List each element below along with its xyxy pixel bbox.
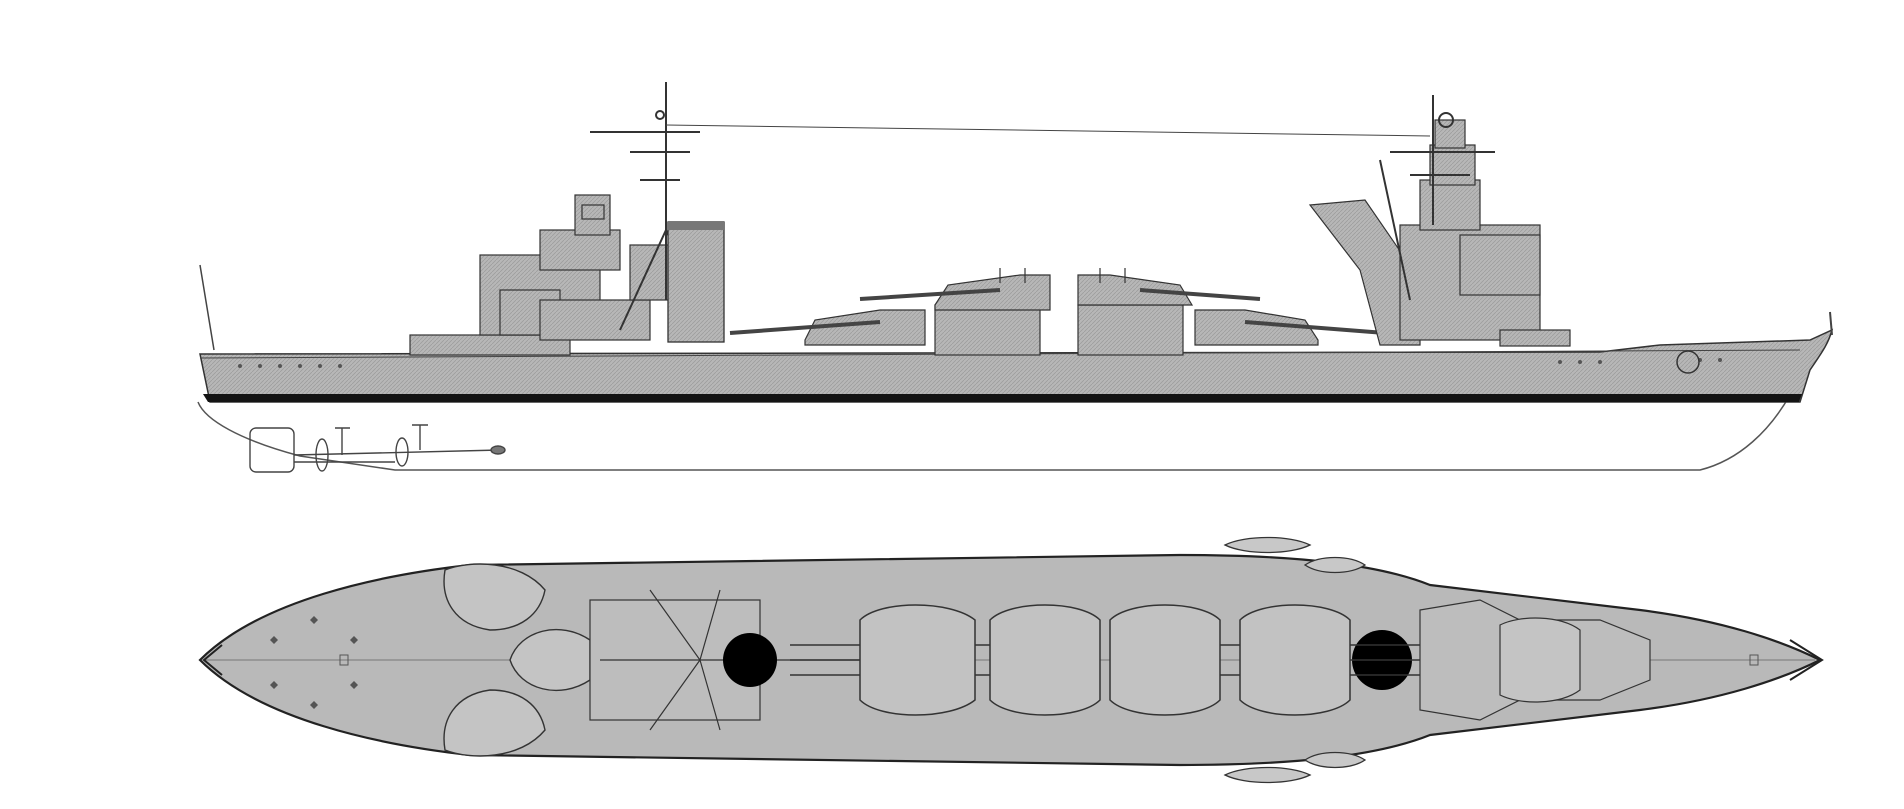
- stern-tip: [202, 644, 223, 676]
- boats: [1223, 536, 1367, 784]
- anchor-icon: [1676, 350, 1700, 374]
- jackstaff: [1829, 311, 1833, 336]
- rudder: [249, 427, 295, 473]
- plan-view: [198, 536, 1824, 784]
- aa-mount-aft-port: [443, 563, 546, 631]
- aft-mast: [590, 82, 711, 331]
- forward-superstructure-plan: [1419, 599, 1651, 721]
- hull-side: [199, 328, 1834, 403]
- boat-port-1: [1223, 536, 1312, 554]
- turret-side-2: [859, 268, 1051, 356]
- turret-plan-1: [790, 604, 976, 716]
- turret-side-4: [1194, 309, 1386, 346]
- propeller-fwd: [395, 437, 409, 467]
- bridge-superstructure: [1308, 119, 1571, 347]
- turret-plan-4: [1239, 604, 1420, 716]
- aerial-wire: [665, 124, 1431, 137]
- aft-superstructure: [409, 194, 671, 356]
- stern-flagstaff: [199, 264, 215, 351]
- turret-side-1: [729, 309, 926, 346]
- boat-stbd-1: [1223, 766, 1312, 784]
- propeller-aft: [315, 438, 329, 472]
- funnel-side: [667, 221, 725, 343]
- boot-topping: [203, 394, 1802, 402]
- bow-tip: [1789, 639, 1824, 681]
- turret-side-3: [1077, 268, 1261, 356]
- rudder-and-propellers: [249, 424, 506, 473]
- fore-mast: [1379, 95, 1495, 301]
- turret-plan-3: [1109, 604, 1240, 716]
- side-profile-view: [197, 82, 1834, 473]
- underwater-hull-outline: [197, 394, 1791, 471]
- boat-stbd-2: [1303, 751, 1367, 769]
- boat-port-2: [1303, 556, 1367, 574]
- turret-plan-2: [975, 604, 1101, 716]
- aa-mount-aft-starboard: [443, 689, 546, 757]
- deck-fittings: [270, 616, 1759, 709]
- funnel-marker-aft: [723, 633, 777, 687]
